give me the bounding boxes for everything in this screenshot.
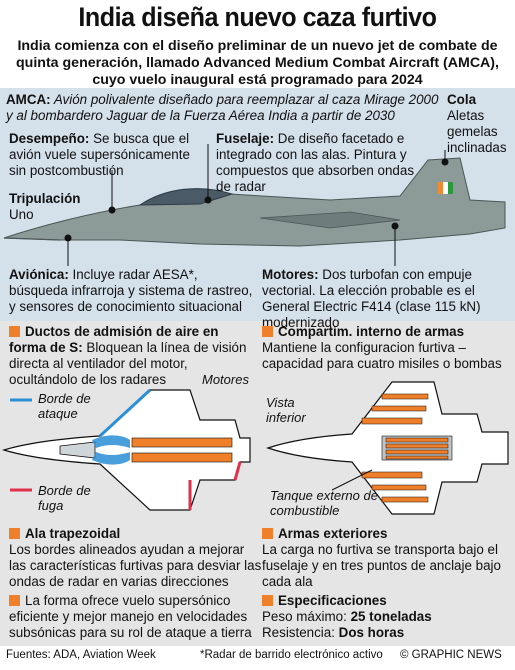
engine-bars	[131, 437, 233, 463]
avionica-annotation: Aviónica: Incluye radar AESA*, búsqueda …	[9, 267, 259, 315]
orange-square-icon	[262, 528, 273, 539]
aircraft-side-view	[3, 144, 506, 266]
cola-text: Aletas gemelas inclinadas	[447, 108, 507, 155]
peso-value: 25 toneladas	[350, 609, 432, 624]
compart-label: Compartim. interno de armas	[278, 324, 465, 339]
underside-view	[266, 381, 509, 515]
armas-text: La carga no furtiva se transporta bajo e…	[262, 542, 501, 589]
borde-ataque-label: Borde de ataque	[38, 391, 91, 421]
ductos-section: Ductos de admisión de aire en forma de S…	[9, 324, 259, 388]
trailing-edge-line	[233, 461, 242, 481]
motores-text: Dos turbofan con empuje vectorial. La el…	[262, 267, 481, 330]
pointer-dots	[64, 158, 449, 242]
desempeno-label: Desempeño:	[9, 131, 90, 146]
resistencia-label: Resistencia:	[262, 625, 339, 640]
orange-square-icon	[9, 595, 20, 606]
ductos-label: Ductos de admisión de aire en forma de S…	[9, 324, 219, 355]
planform-top-view	[1, 388, 251, 511]
motores-annotation: Motores: Dos turbofan con empuje vectori…	[262, 267, 512, 331]
amca-label: AMCA:	[6, 92, 51, 107]
borde-fuga-label: Borde de fuga	[38, 483, 91, 513]
cola-label: Cola	[447, 92, 477, 107]
ala-text: Los bordes alineados ayudan a mejorar la…	[9, 542, 262, 589]
orange-square-icon	[262, 326, 273, 337]
armas-label: Armas exteriores	[278, 526, 388, 541]
desempeno-text: Se busca que el avión vuele supersónicam…	[9, 131, 190, 178]
motores-diagram-label: Motores	[202, 372, 249, 387]
amca-description: AMCA: Avión polivalente diseñado para re…	[6, 92, 446, 124]
ductos-text: Bloquean la línea de visión directa al v…	[9, 340, 247, 387]
avionica-label: Aviónica:	[9, 267, 69, 282]
compart-text: Mantiene la configuracion furtiva – capa…	[262, 340, 502, 371]
amca-text: Avión polivalente diseñado para reemplaz…	[6, 92, 439, 123]
ala-label: Ala trapezoidal	[25, 526, 121, 541]
vista-inferior-label: Vista inferior	[266, 395, 306, 425]
forma-text: La forma ofrece vuelo supersónico eficie…	[9, 593, 252, 640]
orange-square-icon	[262, 595, 273, 606]
fuselaje-text: De diseño facetado e integrado con las a…	[216, 131, 415, 194]
orange-square-icon	[9, 528, 20, 539]
footnote: *Radar de barrido electrónico activo	[200, 649, 383, 661]
subtitle: India comienza con el diseño preliminar …	[16, 38, 499, 88]
peso-label: Peso máximo:	[262, 609, 351, 624]
espec-label: Especificaciones	[278, 593, 387, 608]
fuselaje-label: Fuselaje:	[216, 131, 275, 146]
credit: © GRAPHIC NEWS	[400, 649, 502, 661]
desempeno-annotation: Desempeño: Se busca que el avión vuele s…	[9, 131, 207, 179]
espec-section: Especificaciones Peso máximo: 25 tonelad…	[262, 593, 512, 641]
forma-section: La forma ofrece vuelo supersónico eficie…	[9, 593, 264, 641]
s-ducts	[92, 435, 130, 465]
sources: Fuentes: ADA, Aviation Week	[6, 649, 156, 661]
tripulacion-text: Uno	[9, 207, 34, 222]
avionica-text: Incluye radar AESA*, búsqueda infrarroja…	[9, 267, 253, 314]
fuselaje-annotation: Fuselaje: De diseño facetado e integrado…	[216, 131, 416, 195]
tank-pointer	[331, 469, 373, 491]
legend-swatches	[10, 398, 32, 492]
resistencia-value: Dos horas	[338, 625, 405, 640]
leading-edge-line	[98, 388, 152, 438]
internal-weapons	[385, 437, 449, 460]
aircraft-side-body	[3, 157, 506, 247]
page-title: India diseña nuevo caza furtivo	[78, 2, 437, 32]
tanque-label: Tanque externo de combustible	[270, 488, 378, 518]
tripulacion-label: Tripulación	[9, 191, 81, 206]
motores-label: Motores:	[262, 267, 319, 282]
orange-square-icon	[9, 326, 20, 337]
